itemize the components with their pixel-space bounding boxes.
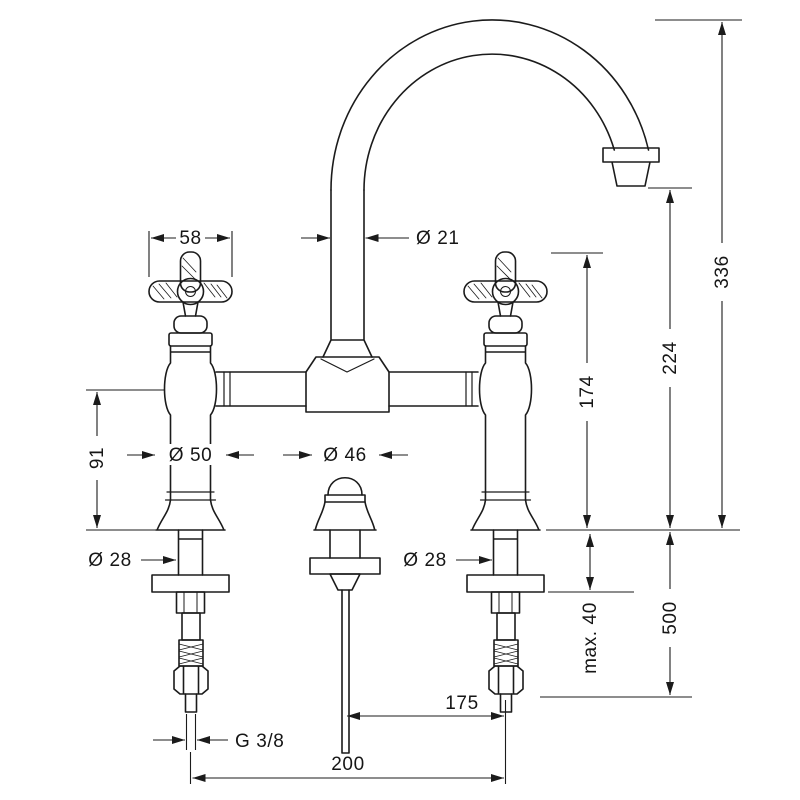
knob-ring (324, 494, 366, 503)
faucet-drawing (148, 19, 660, 754)
dim-handle-height-label: 174 (577, 375, 598, 409)
knob-washer (309, 557, 381, 575)
dim-tap-hole-spacing-label: 200 (331, 754, 365, 775)
dim-rosette-diameter-label: Ø 50 (169, 445, 213, 466)
dim-popup-offset: 175 (347, 693, 504, 720)
left-valve-column (148, 251, 233, 713)
dim-handle-height: 174 (551, 252, 603, 528)
popup-rod (341, 589, 350, 754)
dimension-annotations: 58 Ø 21 336 224 174 (85, 19, 742, 784)
knob-shank (329, 529, 361, 559)
dim-body-height-label: 91 (87, 447, 108, 469)
dim-popup-knob-diameter: Ø 46 (283, 444, 408, 466)
dim-tap-hole-spacing: 200 (189, 700, 507, 784)
spout-outer-curve (330, 19, 650, 191)
spout (322, 19, 660, 358)
bridge-rings (223, 371, 473, 407)
spout-outlet (602, 147, 660, 187)
spout-riser (322, 189, 373, 358)
knob-skirt (313, 501, 377, 531)
knob-taper (329, 573, 361, 591)
bridge-center-junction (305, 356, 390, 413)
dim-overall-height-label: 336 (712, 255, 733, 289)
dim-thread-size: G 3/8 (153, 714, 284, 752)
dim-rosette-diameter: Ø 50 (127, 444, 254, 466)
dim-spout-pipe-diameter-label: Ø 21 (416, 228, 460, 249)
dim-max-deck-thickness-label: max. 40 (580, 602, 601, 674)
dim-max-deck-thickness: max. 40 (548, 534, 634, 674)
dim-popup-knob-diameter-label: Ø 46 (323, 445, 367, 466)
dim-right-shank-diameter-label: Ø 28 (403, 550, 447, 571)
dim-thread-size-label: G 3/8 (235, 731, 284, 752)
dim-spout-outlet-height-label: 224 (660, 341, 681, 375)
dim-spout-pipe-diameter: Ø 21 (301, 228, 460, 249)
popup-knob (309, 477, 381, 754)
dim-overall-height: 336 (655, 19, 742, 528)
knob-dome (327, 477, 363, 496)
bridge-tube (215, 371, 479, 407)
junction-facet (320, 358, 375, 373)
dim-body-height: 91 (85, 389, 164, 531)
dim-popup-offset-label: 175 (445, 693, 479, 714)
dim-handle-width-label: 58 (179, 228, 201, 249)
dim-left-shank-diameter: Ø 28 (88, 550, 176, 571)
dim-left-shank-diameter-label: Ø 28 (88, 550, 132, 571)
dim-hose-length-label: 500 (660, 601, 681, 635)
dim-spout-outlet-height: 224 (648, 187, 692, 528)
spout-inner-curve (363, 53, 616, 191)
bridge-body (215, 356, 479, 413)
dim-handle-width: 58 (148, 228, 233, 277)
dim-right-shank-diameter: Ø 28 (403, 550, 492, 571)
dim-hose-length: 500 (540, 532, 692, 698)
right-valve-column (463, 251, 548, 713)
